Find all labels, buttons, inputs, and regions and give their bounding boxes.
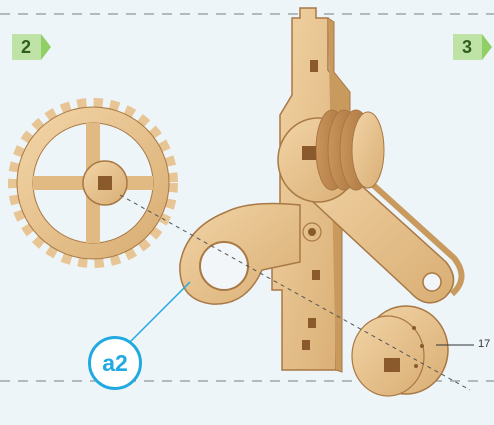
step-badge-2: 2 — [12, 34, 41, 60]
gear-wheel — [15, 105, 171, 261]
callout-a2: a2 — [88, 336, 142, 390]
part-number-label: 17 — [478, 338, 490, 350]
step-badge-3: 3 — [453, 34, 482, 60]
callout-leader — [128, 282, 190, 344]
